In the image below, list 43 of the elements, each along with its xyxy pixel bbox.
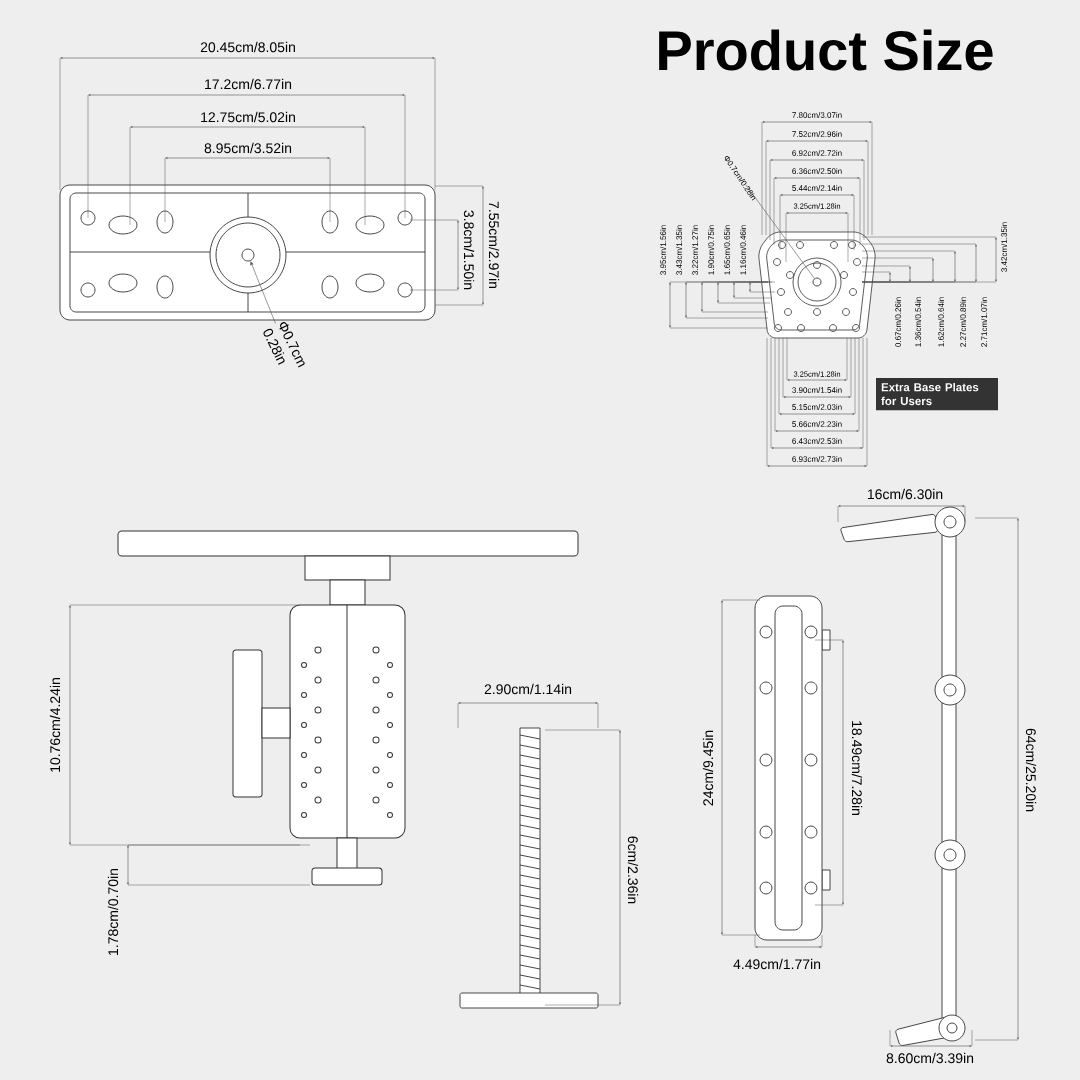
dimension-label: 1.62cm/0.64in	[938, 297, 944, 347]
dimension-label: 6.92cm/2.72in	[792, 150, 842, 156]
dimension-label: 8.60cm/3.39in	[886, 1052, 974, 1064]
dimension-label: 64cm/25.20in	[1025, 728, 1037, 812]
dimension-label: 1.36cm/0.54in	[915, 297, 921, 347]
dimension-label: 5.15cm/2.03in	[792, 404, 842, 410]
leader-line	[745, 184, 815, 279]
dimension-label: 12.75cm/5.02in	[201, 111, 295, 123]
dimension-label: 1.65cm/0.65in	[724, 225, 730, 275]
dimension-label: 17.2cm/6.77in	[205, 78, 292, 90]
dimension-label: 10.76cm/4.24in	[49, 678, 61, 772]
dimension-label: 2.27cm/0.89in	[960, 297, 966, 347]
title: Product Size	[659, 29, 993, 71]
dimension-label: 1.90cm/0.75in	[708, 225, 714, 275]
dimension-label: 16cm/6.30in	[867, 488, 943, 500]
dimension-label: 1.78cm/0.70in	[107, 868, 119, 955]
dimension-label: 4.49cm/1.77in	[733, 958, 821, 970]
dimension-label: 1.16cm/0.46in	[740, 225, 746, 275]
dimension-label: 3.8cm/1.50in	[463, 210, 475, 290]
dimension-label: 6cm/2.36in	[627, 836, 639, 904]
dimension-label: 3.42cm/1.35in	[1001, 222, 1007, 272]
hole	[812, 277, 822, 287]
dimension-label: 18.49cm/7.28in	[851, 721, 863, 815]
dimension-label: 7.55cm/2.97in	[488, 201, 500, 289]
dimension-label: 2.71cm/1.07in	[981, 297, 987, 347]
dimension-label: 5.44cm/2.14in	[792, 185, 842, 191]
dimension-label: 3.43cm/1.35in	[676, 225, 682, 275]
dimension-label: 2.90cm/1.14in	[484, 683, 572, 695]
dimension-label: 7.80cm/3.07in	[792, 112, 842, 118]
dimension-label: 8.95cm/3.52in	[204, 142, 292, 154]
dimension-label: 24cm/9.45in	[702, 730, 714, 806]
hole	[241, 248, 255, 262]
dimension-label: 6.43cm/2.53in	[792, 438, 842, 444]
dimension-label: 6.36cm/2.50in	[792, 168, 842, 174]
dimension-label: 3.95cm/1.56in	[660, 225, 666, 275]
dimension-label: 0.67cm/0.26in	[895, 297, 901, 347]
dimension-label: 3.22cm/1.27in	[692, 225, 698, 275]
dimension-label: 6.93cm/2.73in	[792, 456, 842, 462]
dimension-label: 5.66cm/2.23in	[792, 421, 842, 427]
callout-box: Extra Base Plates for Users	[876, 377, 998, 411]
dimension-label: 20.45cm/8.05in	[200, 41, 295, 53]
dimension-label: 3.90cm/1.54in	[792, 387, 842, 393]
dimension-label: 7.52cm/2.96in	[792, 131, 842, 137]
